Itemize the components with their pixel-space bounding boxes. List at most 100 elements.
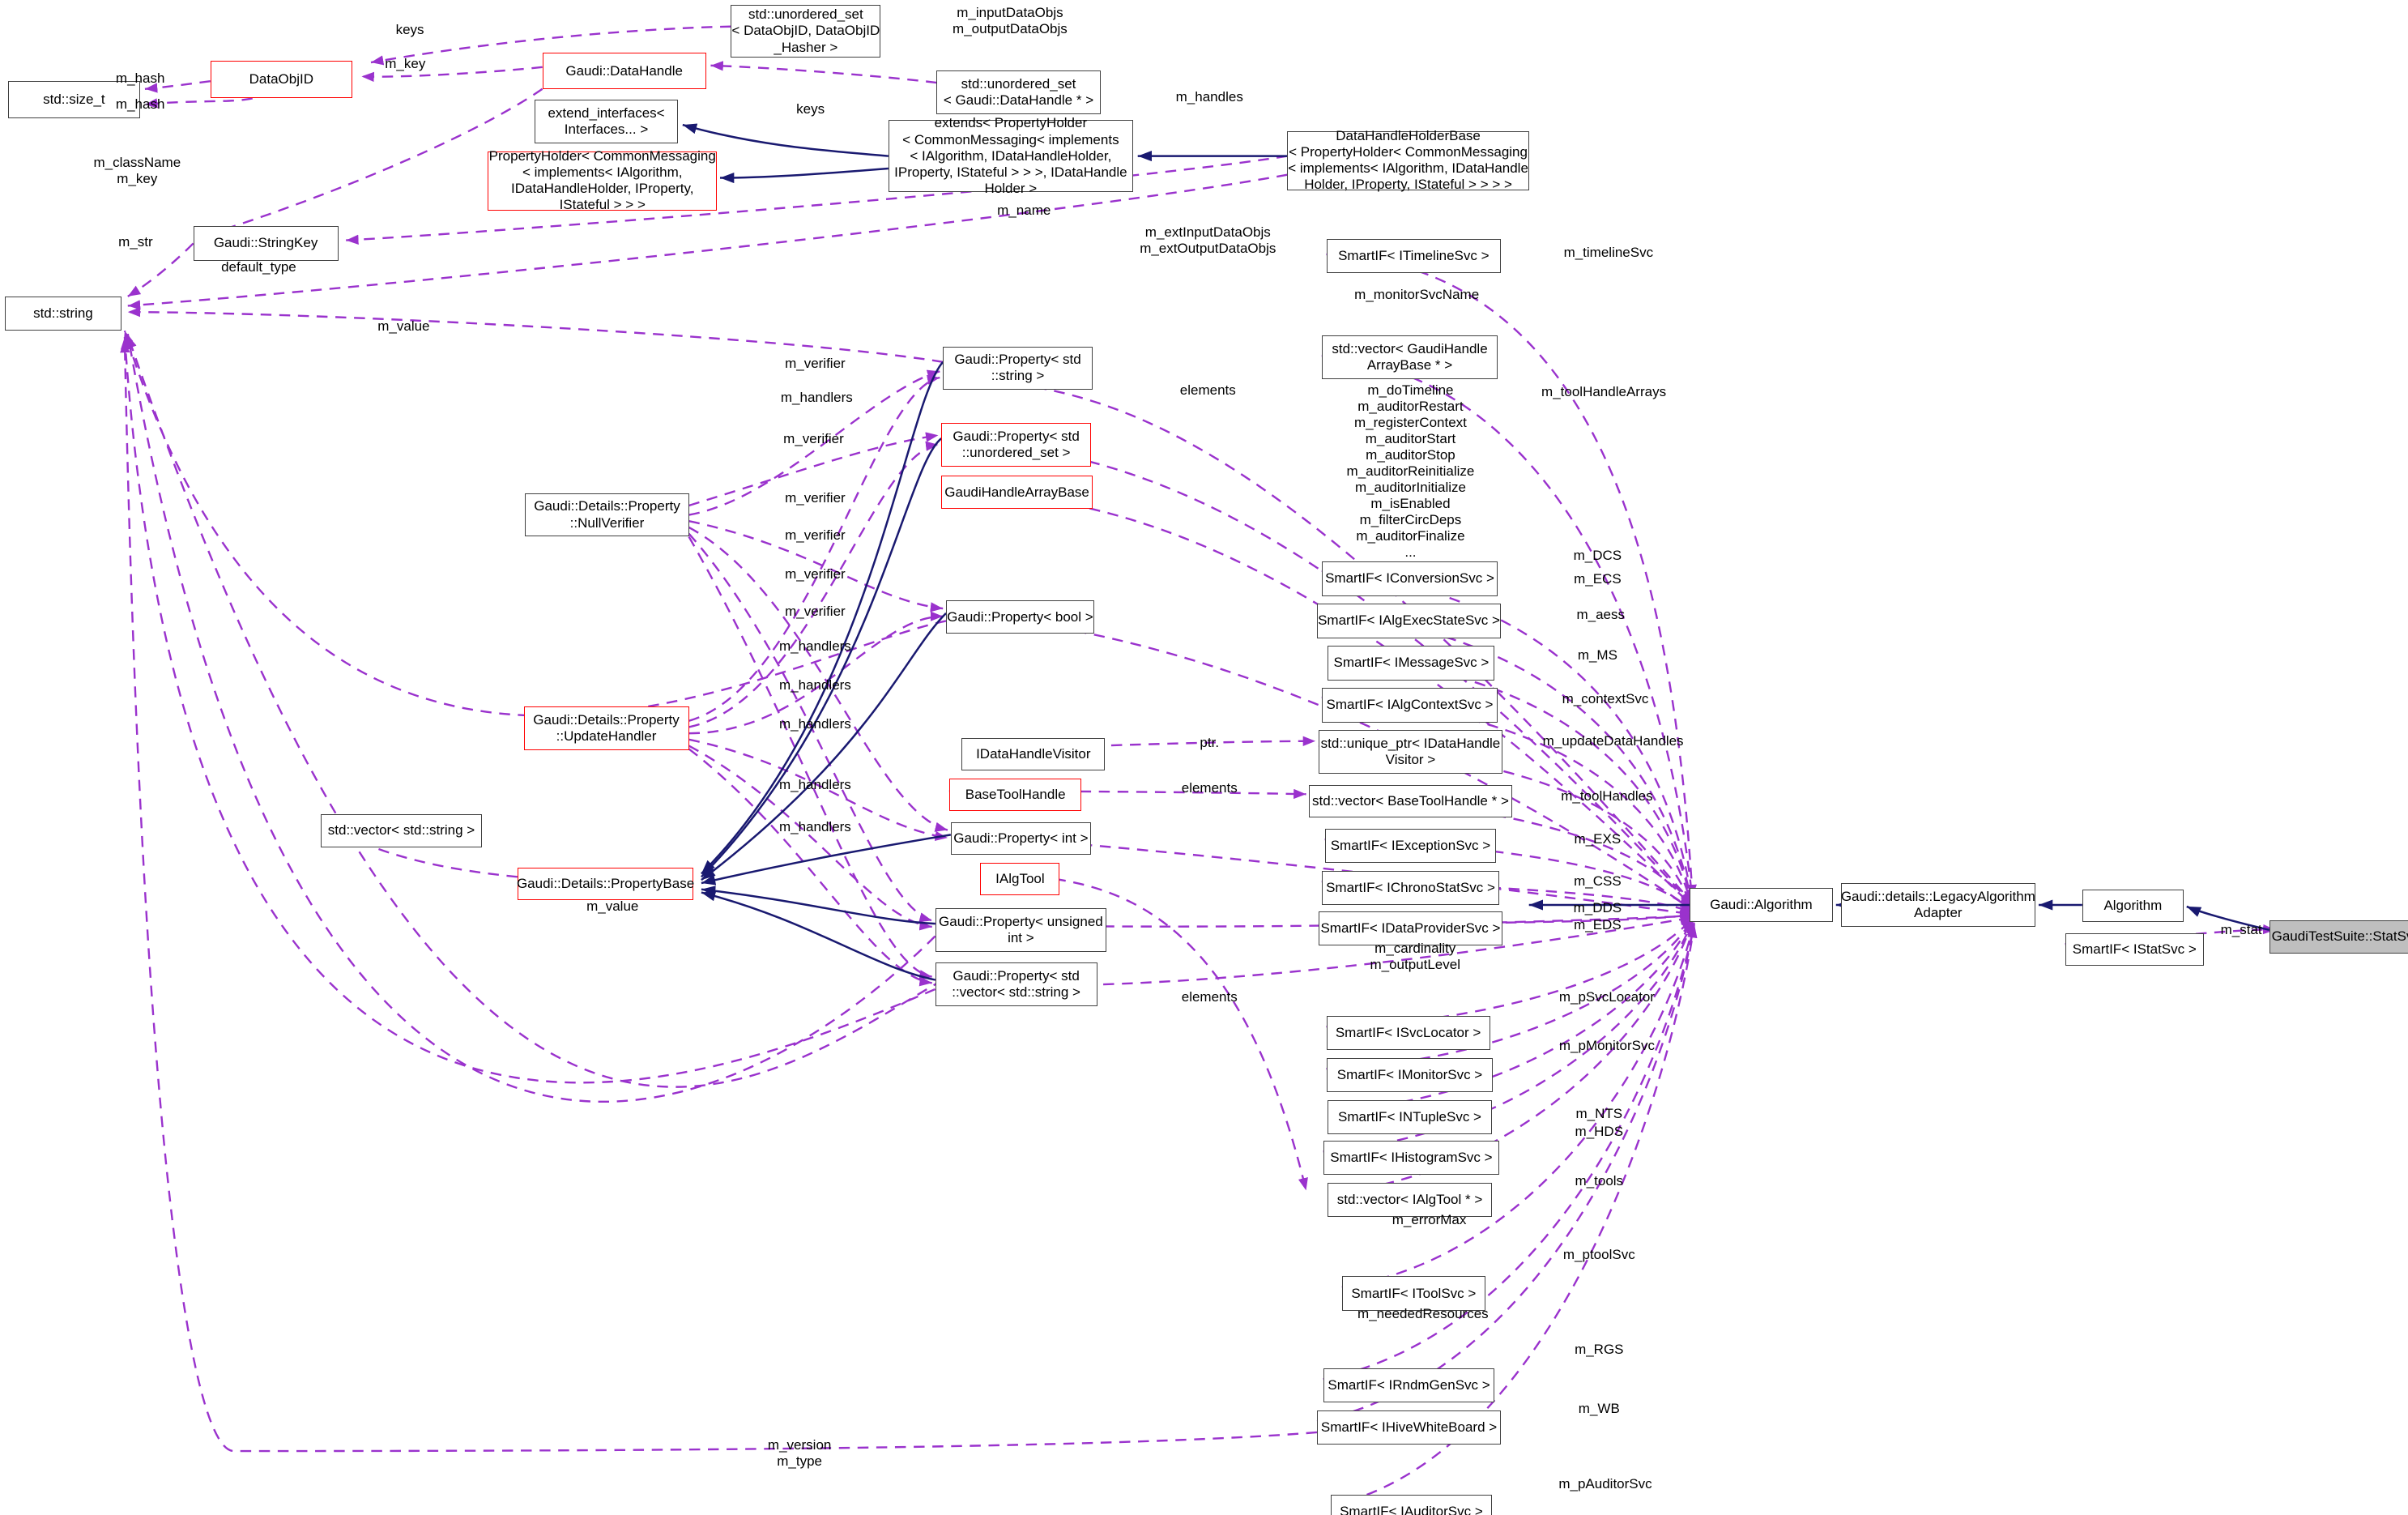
- edge-label-m-handlers-3: m_handlers: [778, 676, 851, 693]
- edge-label-m-inputdataobjs: m_inputDataObjs m_outputDataObjs: [953, 4, 1068, 36]
- edge-label-m-wb: m_WB: [1578, 1401, 1620, 1417]
- node-prop-bool[interactable]: Gaudi::Property< bool >: [946, 600, 1094, 634]
- node-smartif-stat[interactable]: SmartIF< IStatSvc >: [2065, 932, 2204, 967]
- edge-label-m-handlers-4: m_handlers: [778, 715, 851, 732]
- edge-label-m-classname: m_className m_key: [93, 154, 181, 186]
- node-extend-interfaces[interactable]: extend_interfaces< Interfaces... >: [535, 100, 679, 144]
- node-label: GaudiHandleArrayBase: [944, 484, 1089, 500]
- node-unordered-dataobj[interactable]: std::unordered_set < DataObjID, DataObjI…: [731, 4, 881, 58]
- edge-label-m-dds: m_DDS: [1573, 900, 1622, 916]
- edge-label-timelinesvc: m_timelineSvc: [1563, 245, 1654, 261]
- node-dataobjid[interactable]: DataObjID: [210, 61, 352, 99]
- node-label: Gaudi::Details::Property ::UpdateHandler: [533, 712, 680, 745]
- edge-label-m-dcs: m_DCS: [1573, 547, 1622, 563]
- node-smartif-timeline[interactable]: SmartIF< ITimelineSvc >: [1326, 238, 1502, 273]
- node-label: std::size_t: [43, 92, 105, 108]
- edge-label-m-handlers-2: m_handlers: [778, 638, 851, 654]
- edge-label-keys-2: keys: [796, 101, 825, 117]
- node-label: Gaudi::Details::PropertyBase: [516, 875, 695, 891]
- node-prop-string[interactable]: Gaudi::Property< std ::string >: [943, 346, 1093, 390]
- node-smartif-conv[interactable]: SmartIF< IConversionSvc >: [1321, 561, 1498, 596]
- edge-label-elements-2: elements: [1181, 779, 1238, 796]
- edge-label-m-contextsvc: m_contextSvc: [1562, 691, 1649, 707]
- edge-label-m-errormax: m_errorMax: [1392, 1212, 1467, 1228]
- node-label: Gaudi::Algorithm: [1710, 896, 1813, 912]
- node-smartif-chrono[interactable]: SmartIF< IChronoStatSvc >: [1321, 870, 1500, 905]
- node-idhvisitor[interactable]: IDataHandleVisitor: [961, 737, 1106, 771]
- edge-label-m-tools: m_tools: [1575, 1173, 1624, 1189]
- edge-label-m-verifier-6: m_verifier: [785, 604, 846, 620]
- node-smartif-msg[interactable]: SmartIF< IMessageSvc >: [1328, 646, 1495, 681]
- node-size-t[interactable]: std::size_t: [7, 81, 141, 119]
- node-smartif-monitor[interactable]: SmartIF< IMonitorSvc >: [1326, 1057, 1494, 1093]
- node-label: Gaudi::Details::Property ::NullVerifier: [534, 498, 680, 531]
- node-smartif-tool[interactable]: SmartIF< IToolSvc >: [1341, 1276, 1485, 1311]
- node-smartif-ntuple[interactable]: SmartIF< INTupleSvc >: [1328, 1099, 1492, 1135]
- node-datahandle[interactable]: Gaudi::DataHandle: [542, 53, 706, 89]
- node-vec-ghab[interactable]: std::vector< GaudiHandle ArrayBase * >: [1321, 335, 1498, 379]
- node-vec-string[interactable]: std::vector< std::string >: [321, 814, 482, 847]
- edge-label-m-rgs: m_RGS: [1575, 1342, 1624, 1358]
- node-basetoolhandle[interactable]: BaseToolHandle: [948, 778, 1082, 812]
- node-stringkey[interactable]: Gaudi::StringKey: [193, 226, 339, 261]
- node-legacyadapter[interactable]: Gaudi::details::LegacyAlgorithm Adapter: [1840, 883, 2036, 927]
- node-prop-uint[interactable]: Gaudi::Property< unsigned int >: [935, 907, 1107, 952]
- node-propertyholder[interactable]: PropertyHolder< CommonMessaging < implem…: [488, 148, 718, 212]
- node-label: std::vector< GaudiHandle ArrayBase * >: [1332, 340, 1488, 373]
- node-label: DataHandleHolderBase < PropertyHolder< C…: [1288, 128, 1528, 193]
- node-updatehandler[interactable]: Gaudi::Details::Property ::UpdateHandler: [523, 706, 689, 751]
- edge-label-pauditorsvc: m_pAuditorSvc: [1558, 1475, 1652, 1492]
- node-label: std::unordered_set < Gaudi::DataHandle *…: [943, 75, 1094, 108]
- edge-label-m-toolhandles: m_toolHandles: [1561, 787, 1653, 804]
- node-vec-bth[interactable]: std::vector< BaseToolHandle * >: [1309, 784, 1512, 818]
- node-label: Gaudi::DataHandle: [565, 62, 683, 79]
- node-dhholderbase[interactable]: DataHandleHolderBase < PropertyHolder< C…: [1287, 128, 1529, 193]
- node-nullverifier[interactable]: Gaudi::Details::Property ::NullVerifier: [525, 493, 689, 537]
- node-label: SmartIF< IExceptionSvc >: [1330, 837, 1491, 853]
- edge-label-m-nts: m_NTS: [1575, 1106, 1623, 1122]
- node-label: std::vector< BaseToolHandle * >: [1312, 792, 1509, 809]
- node-ialgtool[interactable]: IAlgTool: [980, 862, 1060, 896]
- node-smartif-histo[interactable]: SmartIF< IHistogramSvc >: [1323, 1140, 1500, 1176]
- node-label: SmartIF< IChronoStatSvc >: [1326, 879, 1495, 895]
- node-label: BaseToolHandle: [965, 787, 1066, 803]
- edge-label-m-name: m_name: [997, 203, 1051, 219]
- node-prop-unordered[interactable]: Gaudi::Property< std ::unordered_set >: [941, 422, 1091, 467]
- node-ghab[interactable]: GaudiHandleArrayBase: [941, 476, 1093, 509]
- node-extends-ph[interactable]: extends< PropertyHolder < CommonMessagin…: [888, 115, 1133, 196]
- node-smartif-auditor[interactable]: SmartIF< IAuditorSvc >: [1331, 1494, 1492, 1515]
- node-smartif-hive[interactable]: SmartIF< IHiveWhiteBoard >: [1317, 1410, 1502, 1445]
- edge-label-m-aess: m_aess: [1576, 607, 1625, 623]
- node-propertybase[interactable]: Gaudi::Details::PropertyBase: [516, 867, 695, 901]
- node-prop-vecstring[interactable]: Gaudi::Property< std ::vector< std::stri…: [935, 962, 1097, 1007]
- edge-label-monitorsvcname: m_monitorSvcName: [1354, 287, 1480, 303]
- node-smartif-svcloc[interactable]: SmartIF< ISvcLocator >: [1326, 1015, 1490, 1051]
- node-string[interactable]: std::string: [4, 296, 122, 331]
- node-smartif-algctx[interactable]: SmartIF< IAlgContextSvc >: [1321, 688, 1498, 723]
- node-label: Gaudi::StringKey: [213, 235, 318, 251]
- edge-label-m-str: m_str: [118, 233, 153, 250]
- node-label: SmartIF< IAlgContextSvc >: [1326, 697, 1494, 713]
- edge-label-m-hash-2: m_hash: [115, 96, 165, 113]
- node-uniqueptr-dhv[interactable]: std::unique_ptr< IDataHandle Visitor >: [1318, 730, 1502, 775]
- node-smartif-rndm[interactable]: SmartIF< IRndmGenSvc >: [1323, 1368, 1495, 1403]
- node-smartif-exc[interactable]: SmartIF< IExceptionSvc >: [1324, 828, 1497, 863]
- edge-label-keys-top: keys: [395, 21, 424, 37]
- node-label: SmartIF< IRndmGenSvc >: [1328, 1377, 1490, 1393]
- node-statsvcalg[interactable]: GaudiTestSuite::StatSvcAlg: [2269, 920, 2408, 954]
- node-smartif-algexec[interactable]: SmartIF< IAlgExecStateSvc >: [1317, 604, 1502, 638]
- node-prop-int[interactable]: Gaudi::Property< int >: [950, 822, 1091, 856]
- node-algorithm[interactable]: Algorithm: [2082, 889, 2184, 923]
- edge-label-elements-3: elements: [1181, 988, 1238, 1005]
- node-label: PropertyHolder< CommonMessaging < implem…: [488, 148, 716, 213]
- edge-label-m-hds: m_HDS: [1575, 1123, 1624, 1139]
- node-label: DataObjID: [249, 71, 313, 87]
- node-label: IAlgTool: [995, 871, 1045, 887]
- node-vec-ialgtool[interactable]: std::vector< IAlgTool * >: [1328, 1182, 1492, 1218]
- node-label: IDataHandleVisitor: [976, 746, 1091, 762]
- edge-label-m-cardinality: m_cardinality m_outputLevel: [1370, 941, 1460, 973]
- node-label: std::vector< std::string >: [327, 822, 475, 839]
- node-smartif-dataprov[interactable]: SmartIF< IDataProviderSvc >: [1318, 911, 1502, 946]
- node-algorithm-gaudi[interactable]: Gaudi::Algorithm: [1689, 887, 1833, 923]
- node-unordered-dh[interactable]: std::unordered_set < Gaudi::DataHandle *…: [936, 70, 1101, 114]
